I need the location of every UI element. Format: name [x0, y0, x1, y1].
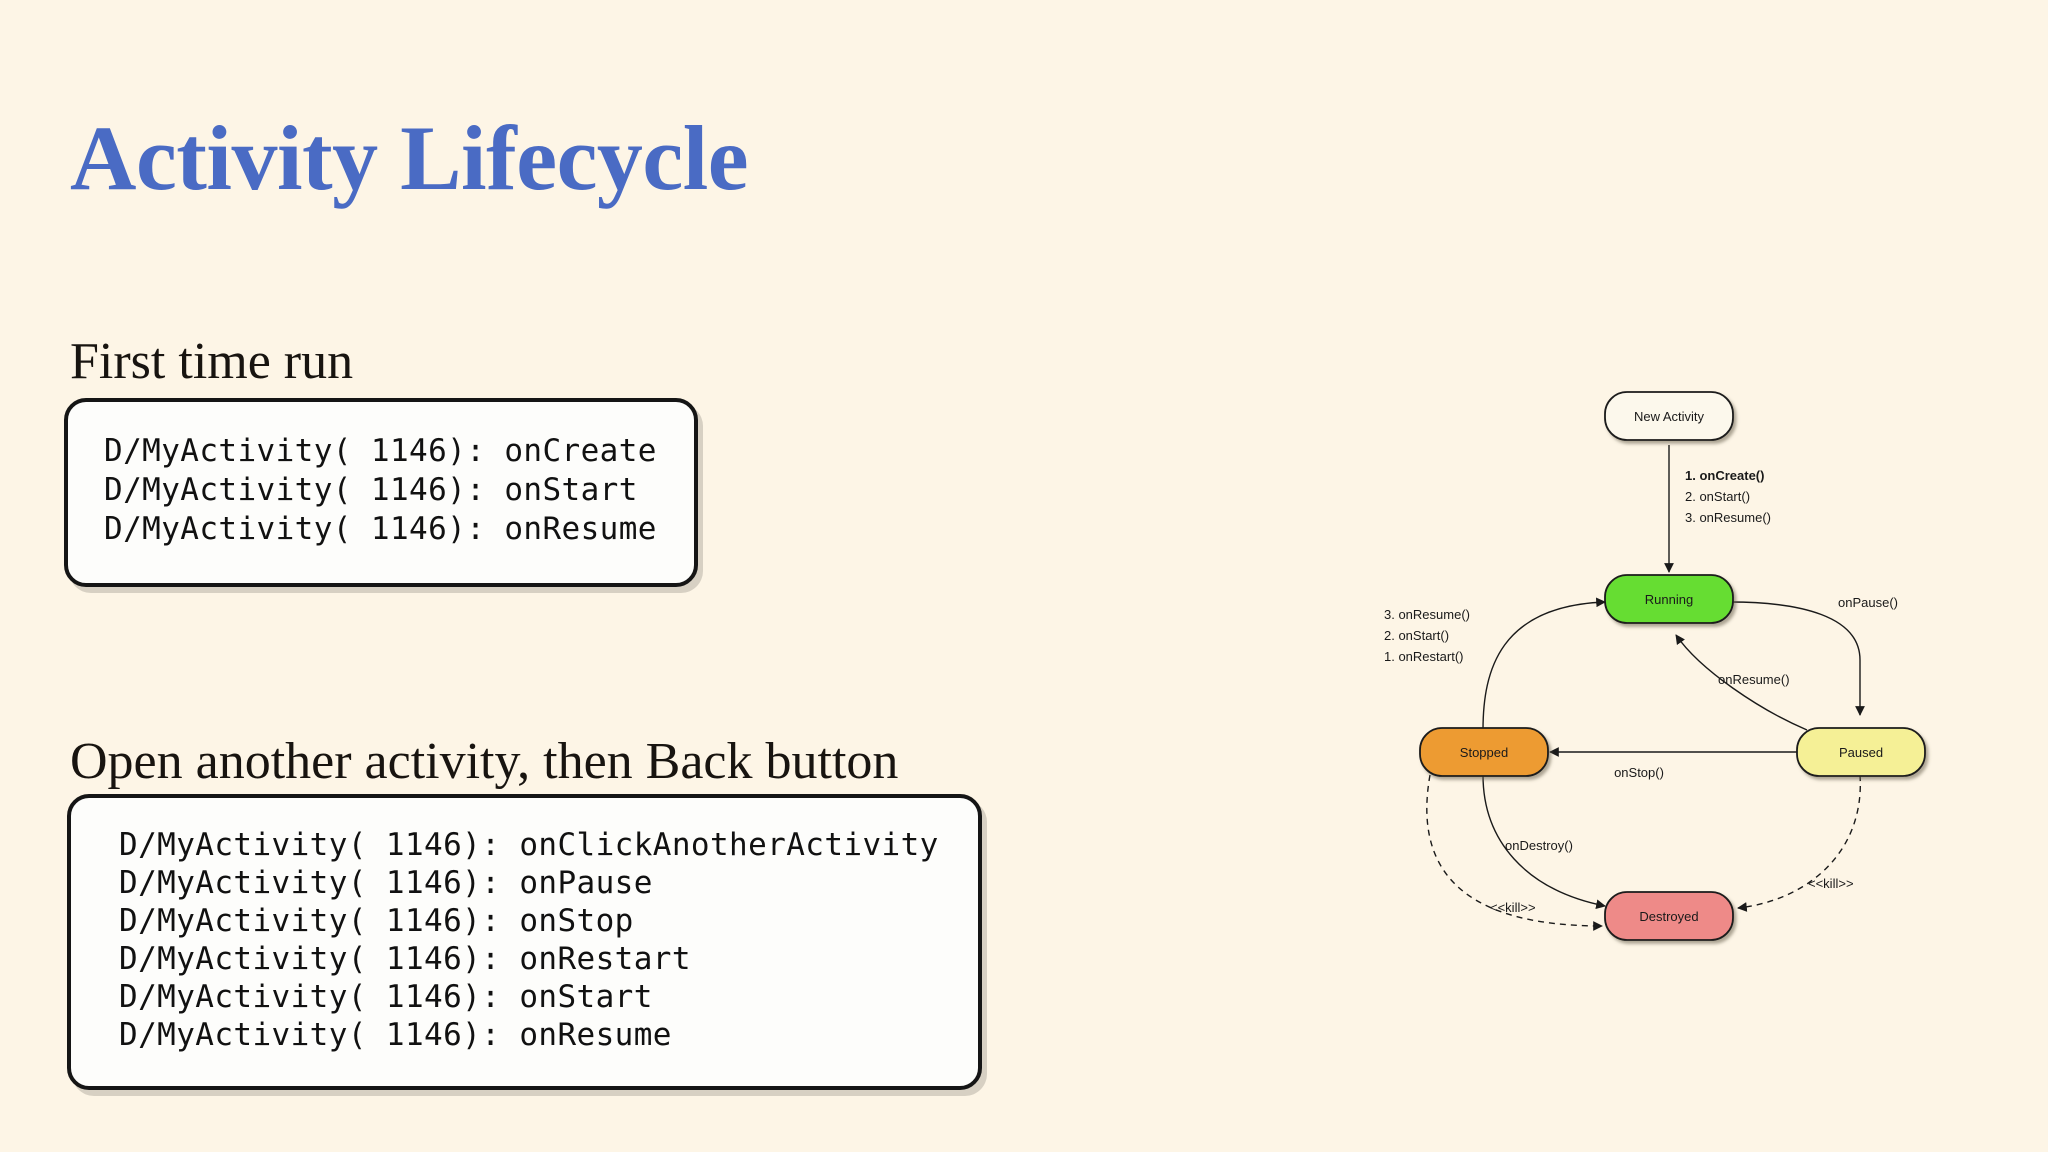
edge-label-restart-onresume: 3. onResume() [1384, 607, 1470, 622]
edge-label-onstop: onStop() [1614, 765, 1664, 780]
diagram-node-paused: Paused [1796, 727, 1926, 777]
activity-lifecycle-diagram: New Activity Running Stopped Paused Dest… [1360, 370, 1960, 950]
code-box-open-another-activity: D/MyActivity( 1146): onClickAnotherActiv… [67, 794, 982, 1090]
code-line: D/MyActivity( 1146): onStop [119, 903, 634, 939]
section-heading-first-time-run: First time run [70, 333, 354, 391]
code-box-first-time-run: D/MyActivity( 1146): onCreate D/MyActivi… [64, 398, 698, 587]
section-heading-open-another-activity: Open another activity, then Back button [70, 733, 899, 791]
edge-label-ondestroy: onDestroy() [1505, 838, 1573, 853]
diagram-node-label: New Activity [1634, 409, 1705, 424]
edge-stopped-to-destroyed [1482, 774, 1606, 910]
diagram-node-destroyed: Destroyed [1604, 891, 1734, 941]
code-line: D/MyActivity( 1146): onResume [104, 511, 657, 547]
code-line: D/MyActivity( 1146): onClickAnotherActiv… [119, 827, 939, 863]
diagram-node-running: Running [1604, 574, 1734, 624]
edge-label-onstart: 2. onStart() [1685, 489, 1750, 504]
code-line: D/MyActivity( 1146): onResume [119, 1017, 672, 1053]
edge-running-to-paused [1729, 601, 1865, 716]
edge-label-onpause: onPause() [1838, 595, 1898, 610]
page-title: Activity Lifecycle [70, 106, 749, 209]
edge-stopped-to-running [1482, 597, 1606, 731]
code-line: D/MyActivity( 1146): onRestart [119, 941, 691, 977]
edge-label-onrestart: 1. onRestart() [1384, 649, 1463, 664]
code-line: D/MyActivity( 1146): onStart [104, 472, 638, 508]
code-line: D/MyActivity( 1146): onStart [119, 979, 653, 1015]
edge-label-restart-onstart: 2. onStart() [1384, 628, 1449, 643]
diagram-node-label: Running [1645, 592, 1693, 607]
diagram-node-new-activity: New Activity [1604, 391, 1734, 441]
edge-paused-kill-to-destroyed [1737, 774, 1861, 912]
edge-label-onresume-paused: onResume() [1718, 672, 1790, 687]
diagram-node-label: Stopped [1460, 745, 1508, 760]
edge-label-kill-left: <<kill>> [1490, 900, 1536, 915]
edge-label-oncreate: 1. onCreate() [1685, 468, 1764, 483]
diagram-node-label: Destroyed [1639, 909, 1698, 924]
edge-label-kill-right: <<kill>> [1808, 876, 1854, 891]
edge-label-onresume: 3. onResume() [1685, 510, 1771, 525]
code-line: D/MyActivity( 1146): onPause [119, 865, 653, 901]
diagram-node-stopped: Stopped [1419, 727, 1549, 777]
edge-stopped-kill-to-destroyed [1426, 774, 1603, 931]
edge-paused-to-running [1675, 634, 1808, 731]
diagram-node-label: Paused [1839, 745, 1883, 760]
code-line: D/MyActivity( 1146): onCreate [104, 433, 657, 469]
